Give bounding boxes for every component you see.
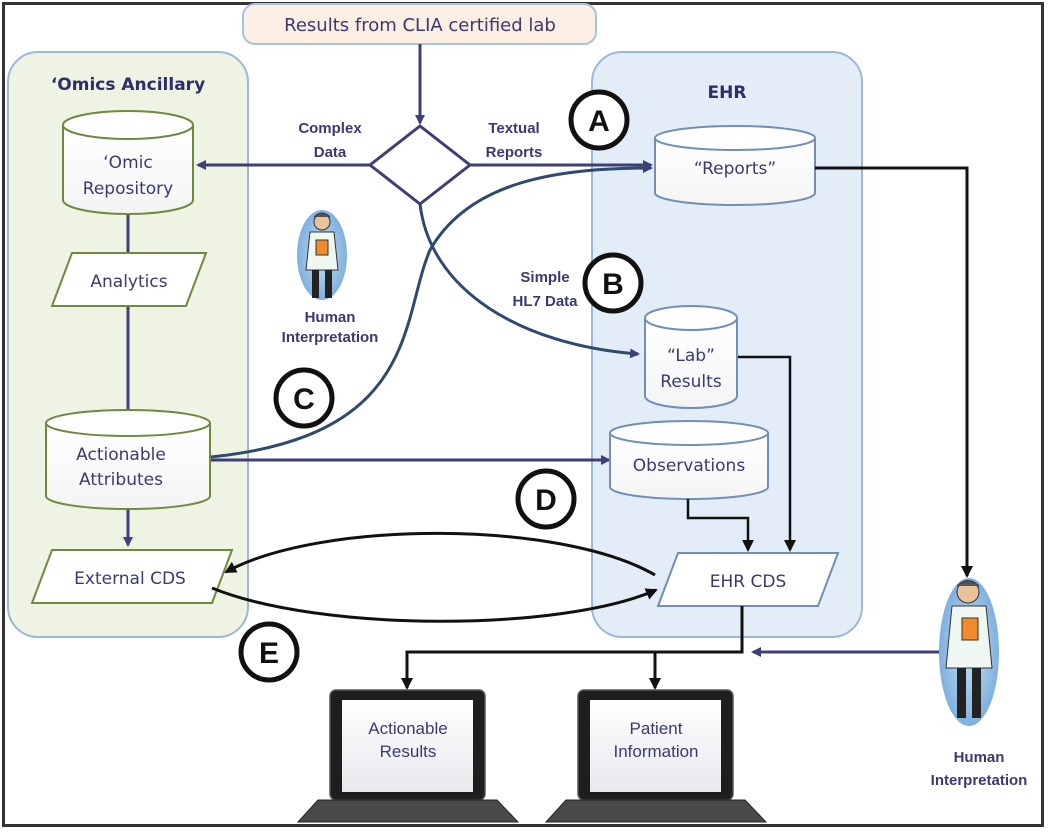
simple-hl7-label-1: Simple xyxy=(520,269,569,286)
arrow-attributes-to-reports xyxy=(199,163,653,460)
analytics-label: Analytics xyxy=(90,272,167,292)
human-interpretation-center-label-1: Human xyxy=(305,309,356,326)
marker-e: E xyxy=(238,621,300,683)
marker-b-label: B xyxy=(602,268,624,301)
arrow-reports-to-human xyxy=(815,166,973,578)
textual-reports-label-2: Reports xyxy=(486,144,543,161)
decision-diamond xyxy=(367,124,473,206)
complex-data-label-2: Data xyxy=(314,144,347,161)
lab-results-label-1: “Lab” xyxy=(667,346,715,366)
marker-c: C xyxy=(273,367,335,429)
arrow-ehr-cds-to-external-cds xyxy=(224,531,656,577)
textual-reports-label-1: Textual xyxy=(488,120,539,137)
human-interpretation-right-label-2: Interpretation xyxy=(931,772,1028,789)
observations-cylinder: Observations xyxy=(609,420,769,500)
laptop-patient-information-icon: Patient Information xyxy=(544,689,768,823)
omic-repository-label-1: ‘Omic xyxy=(103,153,152,173)
external-cds-label: External CDS xyxy=(74,569,186,589)
observations-label: Observations xyxy=(633,456,746,476)
arrow-observations-to-ehr-cds xyxy=(686,499,754,552)
actionable-results-label-1: Actionable xyxy=(368,719,447,738)
actionable-attributes-cylinder: Actionable Attributes xyxy=(45,409,211,510)
human-interpretation-center-label-2: Interpretation xyxy=(282,329,379,346)
simple-hl7-label-2: HL7 Data xyxy=(512,293,578,310)
reports-cylinder: “Reports” xyxy=(654,125,816,206)
ehr-cds-label: EHR CDS xyxy=(710,572,787,592)
actionable-results-label-2: Results xyxy=(380,742,437,761)
marker-b: B xyxy=(582,252,644,314)
ehr-panel-title: EHR xyxy=(708,83,747,103)
laptop-actionable-results-icon: Actionable Results xyxy=(296,689,520,823)
reports-label: “Reports” xyxy=(694,159,776,179)
actionable-attributes-label-1: Actionable xyxy=(76,445,166,465)
marker-c-label: C xyxy=(293,383,315,416)
analytics-box: Analytics xyxy=(50,252,208,307)
ehr-cds-box: EHR CDS xyxy=(656,552,840,607)
person-right-icon xyxy=(939,578,999,726)
marker-d-label: D xyxy=(535,484,557,517)
actionable-attributes-label-2: Attributes xyxy=(79,470,163,490)
source-label: Results from CLIA certified lab xyxy=(284,15,556,36)
arrow-lab-to-ehr-cds xyxy=(738,355,796,552)
patient-information-label-1: Patient xyxy=(630,719,683,738)
human-interpretation-right-label-1: Human xyxy=(954,749,1005,766)
omic-repository-label-2: Repository xyxy=(83,179,173,199)
arrow-to-actionable-results xyxy=(401,606,744,690)
person-center-icon xyxy=(297,210,347,300)
arrow-simple-hl7 xyxy=(418,203,640,359)
lab-results-label-2: Results xyxy=(660,372,722,392)
complex-data-label-1: Complex xyxy=(298,120,362,137)
marker-d: D xyxy=(515,468,577,530)
omics-panel-title: ‘Omics Ancillary xyxy=(51,75,205,95)
lab-results-cylinder: “Lab” Results xyxy=(644,305,738,409)
marker-a: A xyxy=(568,89,630,151)
marker-a-label: A xyxy=(588,105,610,138)
external-cds-box: External CDS xyxy=(30,549,234,604)
patient-information-label-2: Information xyxy=(613,742,698,761)
omic-repository-cylinder: ‘Omic Repository xyxy=(62,110,194,215)
arrow-external-cds-to-ehr-cds xyxy=(211,586,658,623)
marker-e-label: E xyxy=(259,637,279,670)
